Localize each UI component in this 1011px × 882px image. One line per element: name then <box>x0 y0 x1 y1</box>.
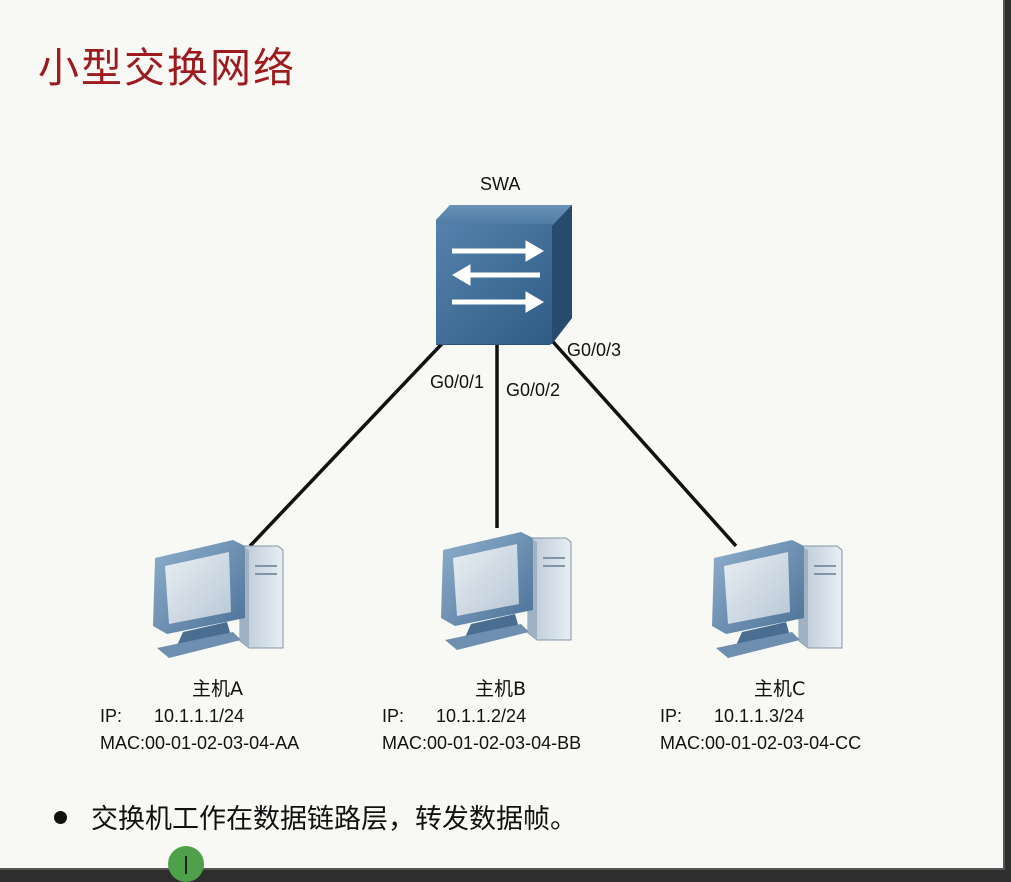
host-c-ip-label: IP: <box>660 706 683 726</box>
host-a-ip: 10.1.1.1/24 <box>154 706 245 726</box>
host-c-ip: 10.1.1.3/24 <box>714 706 805 726</box>
bullet-text: 交换机工作在数据链路层，转发数据帧。 <box>91 804 577 835</box>
bullet-dot-icon <box>54 811 67 824</box>
link-g0-0-1 <box>248 328 457 548</box>
host-c-info: IP: 10.1.1.3/24 MAC:00-01-02-03-04-CC <box>660 703 861 757</box>
cursor-highlight-icon <box>168 846 204 882</box>
slide-title: 小型交换网络 <box>38 44 296 92</box>
host-a-ip-label: IP: <box>100 706 123 726</box>
computer-icon-c <box>712 540 843 658</box>
host-b-info: IP: 10.1.1.2/24 MAC:00-01-02-03-04-BB <box>382 703 581 757</box>
port-label-g0-0-1: G0/0/1 <box>430 372 485 392</box>
host-a-name: 主机A <box>192 678 243 700</box>
link-g0-0-3 <box>544 332 738 548</box>
host-b-mac: MAC:00-01-02-03-04-BB <box>382 733 582 753</box>
bullet-point: 交换机工作在数据链路层，转发数据帧。 <box>54 797 577 836</box>
computer-icon-b <box>441 532 572 650</box>
port-label-g0-0-2: G0/0/2 <box>506 380 561 400</box>
computer-icon-a <box>153 540 284 658</box>
topology-diagram <box>153 205 843 658</box>
switch-name: SWA <box>480 174 521 194</box>
port-label-g0-0-3: G0/0/3 <box>567 340 622 360</box>
switch-icon <box>436 205 572 345</box>
host-a-mac: MAC:00-01-02-03-04-AA <box>100 733 300 753</box>
host-c-name: 主机C <box>754 678 806 700</box>
host-c-mac: MAC:00-01-02-03-04-CC <box>660 733 862 753</box>
host-a-info: IP: 10.1.1.1/24 MAC:00-01-02-03-04-AA <box>100 703 299 757</box>
host-b-ip: 10.1.1.2/24 <box>436 706 527 726</box>
host-b-ip-label: IP: <box>382 706 405 726</box>
host-b-name: 主机B <box>475 678 527 700</box>
